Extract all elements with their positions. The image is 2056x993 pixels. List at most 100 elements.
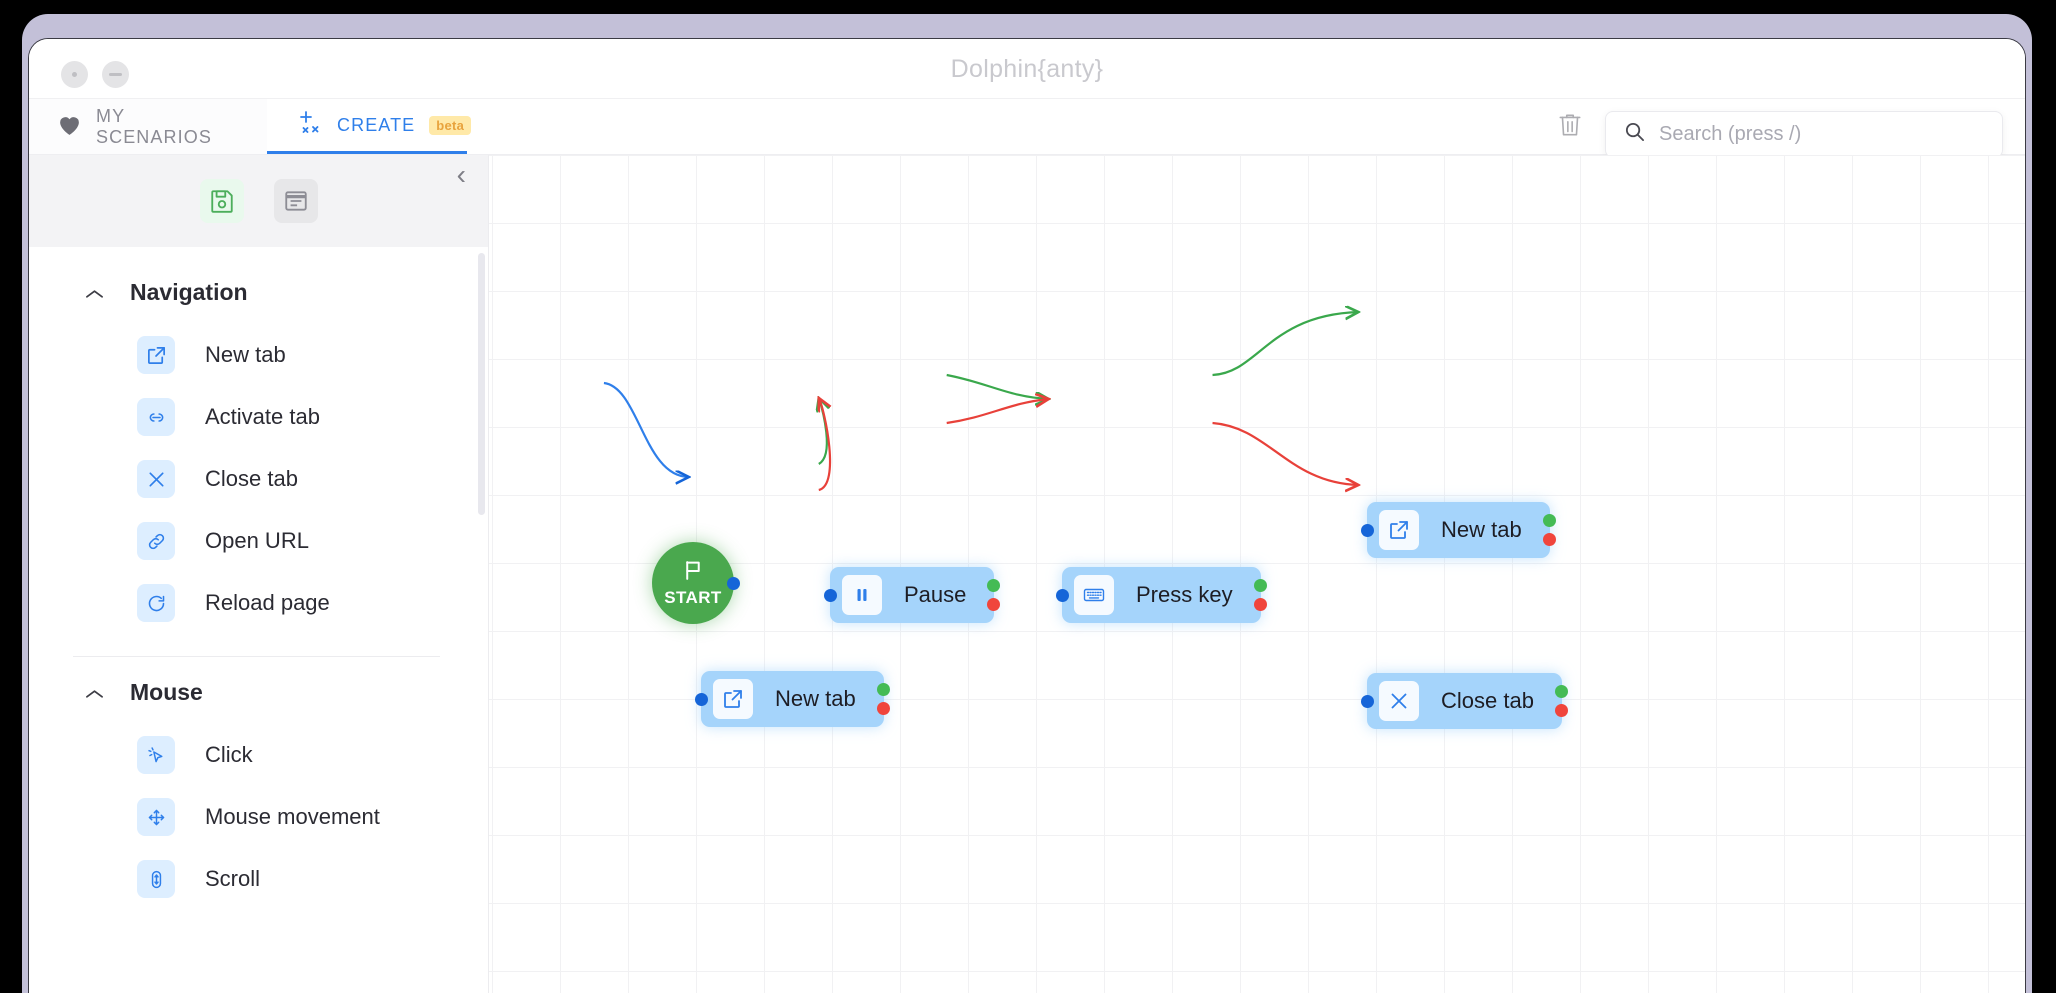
- sidebar-item-scroll-label: Scroll: [205, 866, 261, 891]
- sidebar-scrollbar[interactable]: [478, 253, 485, 515]
- tab-create[interactable]: CREATE beta: [267, 99, 472, 154]
- sidebar-item-mouse-movement-label: Mouse movement: [205, 804, 380, 829]
- trash-icon[interactable]: [1557, 111, 1583, 144]
- canvas-toolbar: [1557, 99, 2003, 158]
- edge-start-to-new-tab: [603, 381, 689, 477]
- edge-press-key-ok-to-new-tab: [1212, 312, 1359, 377]
- port-error-press-key[interactable]: [1253, 598, 1267, 611]
- sidebar-item-new-tab[interactable]: New tab: [29, 324, 488, 386]
- external-link-icon: [713, 679, 753, 719]
- tab-bar: MY SCENARIOS CREATE beta: [29, 99, 2025, 158]
- minimize-glyph: [109, 73, 122, 76]
- chevron-up-icon: [85, 685, 104, 704]
- node-press-key-label: Press key: [1136, 582, 1233, 607]
- port-error-pause[interactable]: [987, 598, 1001, 611]
- tab-create-label: CREATE: [337, 114, 416, 135]
- sidebar-item-activate-tab[interactable]: Activate tab: [29, 386, 488, 448]
- tab-my-scenarios-label: MY SCENARIOS: [96, 105, 212, 147]
- external-link-icon: [1379, 510, 1419, 550]
- sidebar-group-mouse-header[interactable]: Mouse: [29, 657, 488, 724]
- port-success-new-tab-1[interactable]: [876, 683, 890, 696]
- sidebar-item-open-url[interactable]: Open URL: [29, 510, 488, 572]
- sidebar-item-close-tab-label: Close tab: [205, 466, 298, 491]
- heart-icon: [57, 113, 82, 141]
- beta-badge: beta: [429, 115, 472, 135]
- port-success-close-tab[interactable]: [1554, 685, 1568, 698]
- workspace: ‹ Navigation: [29, 155, 2025, 993]
- save-icon[interactable]: [199, 179, 244, 223]
- port-out-start[interactable]: [727, 576, 740, 590]
- close-icon: [137, 460, 175, 498]
- node-new-tab-1[interactable]: New tab: [695, 671, 890, 727]
- sidebar-collapse-button[interactable]: ‹: [456, 159, 466, 190]
- port-error-close-tab[interactable]: [1554, 704, 1568, 717]
- keyboard-icon: [1074, 575, 1114, 615]
- node-close-tab[interactable]: Close tab: [1361, 673, 1568, 729]
- sidebar-item-close-tab[interactable]: Close tab: [29, 448, 488, 510]
- node-close-tab-label: Close tab: [1441, 688, 1534, 713]
- edge-press-key-err-to-close-tab: [1212, 421, 1359, 485]
- port-success-new-tab-2[interactable]: [1542, 514, 1556, 527]
- port-in-new-tab-2[interactable]: [1361, 523, 1374, 537]
- sidebar-item-reload-page-label: Reload page: [205, 590, 330, 615]
- close-icon: [1379, 681, 1419, 721]
- port-in-new-tab-1[interactable]: [695, 692, 708, 706]
- port-success-press-key[interactable]: [1253, 579, 1267, 592]
- tab-my-scenarios[interactable]: MY SCENARIOS: [29, 99, 267, 154]
- window-title: Dolphin{anty}: [950, 55, 1104, 83]
- chevron-up-icon: [85, 285, 104, 304]
- edge-new-tab-err-to-pause: [819, 398, 830, 492]
- reload-icon: [137, 584, 175, 622]
- chain-link-icon: [137, 522, 175, 560]
- search-box[interactable]: [1605, 110, 2003, 158]
- sidebar-group-navigation-header[interactable]: Navigation: [29, 257, 488, 324]
- scroll-icon: [137, 860, 175, 898]
- node-press-key[interactable]: Press key: [1056, 567, 1267, 623]
- sidebar-group-mouse: Mouse Click: [29, 657, 488, 910]
- window-close-button[interactable]: [61, 61, 88, 88]
- sidebar-item-click-label: Click: [205, 742, 253, 767]
- flow-canvas[interactable]: START New tab: [489, 155, 2025, 993]
- node-new-tab-2-label: New tab: [1441, 517, 1522, 542]
- sidebar-toolbar: ‹: [29, 155, 488, 247]
- node-start-label: START: [664, 587, 722, 607]
- window-minimize-button[interactable]: [102, 61, 129, 88]
- app-window: Dolphin{anty} MY SCENARIOS CREATE: [28, 38, 2026, 993]
- move-arrows-icon: [137, 798, 175, 836]
- edge-pause-ok-to-press-key: [946, 373, 1049, 399]
- sidebar-item-mouse-movement[interactable]: Mouse movement: [29, 786, 488, 848]
- node-pause[interactable]: Pause: [824, 567, 1001, 623]
- node-new-tab-1-label: New tab: [775, 686, 856, 711]
- sidebar-item-reload-page[interactable]: Reload page: [29, 572, 488, 634]
- title-bar: Dolphin{anty}: [29, 39, 2025, 99]
- edge-pause-err-to-press-key: [946, 399, 1049, 425]
- node-pause-label: Pause: [904, 582, 967, 607]
- search-icon: [1624, 121, 1645, 147]
- actions-sidebar: ‹ Navigation: [29, 155, 489, 993]
- port-success-pause[interactable]: [987, 579, 1001, 592]
- sidebar-scroll-area[interactable]: Navigation New tab: [29, 247, 488, 993]
- flow-edges: [603, 155, 2025, 993]
- sidebar-group-mouse-title: Mouse: [130, 679, 203, 705]
- sidebar-group-navigation: Navigation New tab: [29, 257, 488, 634]
- pause-icon: [842, 575, 882, 615]
- sidebar-item-scroll[interactable]: Scroll: [29, 848, 488, 910]
- port-in-pause[interactable]: [824, 588, 837, 602]
- node-new-tab-2[interactable]: New tab: [1361, 502, 1556, 558]
- sidebar-item-click[interactable]: Click: [29, 724, 488, 786]
- close-glyph: [72, 72, 77, 77]
- search-input[interactable]: [1659, 122, 1984, 146]
- port-error-new-tab-1[interactable]: [876, 702, 890, 715]
- cursor-click-icon: [137, 736, 175, 774]
- external-link-icon: [137, 336, 175, 374]
- node-start[interactable]: START: [652, 542, 740, 624]
- sidebar-divider: [73, 656, 440, 657]
- note-icon[interactable]: [273, 179, 318, 223]
- sparkle-icon: [295, 109, 323, 142]
- sidebar-group-navigation-title: Navigation: [130, 279, 248, 305]
- port-in-press-key[interactable]: [1056, 588, 1069, 602]
- port-in-close-tab[interactable]: [1361, 694, 1374, 708]
- sidebar-item-open-url-label: Open URL: [205, 528, 309, 553]
- port-error-new-tab-2[interactable]: [1542, 533, 1556, 546]
